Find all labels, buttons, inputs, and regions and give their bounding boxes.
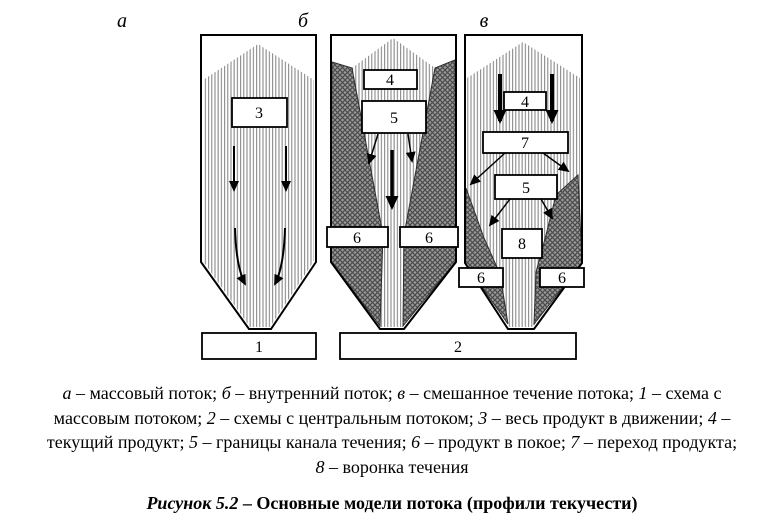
legend-segment: в — [397, 383, 406, 403]
legend-segment: 4 — [707, 407, 717, 428]
transition-arrow-icon — [469, 152, 506, 186]
flow-arrow-converging-icon — [274, 227, 286, 286]
callout-label-5: 5 — [390, 110, 398, 127]
legend-segment: – продукт в покое; — [420, 432, 571, 452]
hopper-v-outline — [464, 34, 583, 330]
figure-legend: а – массовый поток; б – внутренний поток… — [0, 381, 784, 479]
figure-caption: Рисунок 5.2 – Основные модели потока (пр… — [0, 493, 784, 514]
legend-segment: 8 — [315, 456, 325, 477]
callout-label-7: 7 — [521, 135, 529, 152]
legend-segment: – массовый поток; — [71, 383, 222, 403]
legend-segment: – воронка течения — [324, 456, 469, 477]
figure-caption-number: Рисунок 5.2 — [146, 493, 239, 513]
legend-segment: – схемы с центральным потоком; — [215, 407, 479, 428]
callout-label-6: 6 — [477, 270, 485, 287]
callout-label-4: 4 — [521, 94, 529, 111]
callout-box-3 — [231, 97, 288, 128]
legend-line-4: 8 – воронка течения — [0, 455, 784, 480]
legend-segment: – границы канала течения; — [198, 432, 412, 452]
callout-label-6: 6 — [425, 230, 433, 247]
legend-segment: текущий продукт; — [46, 432, 190, 452]
legend-segment: 6 — [411, 432, 421, 452]
legend-segment: – — [716, 407, 731, 428]
legend-segment: – смешанное течение потока; — [405, 383, 639, 403]
panel-label-a: а — [117, 10, 127, 32]
legend-segment: массовым потоком; — [53, 407, 207, 428]
panel-label-b: б — [298, 10, 309, 32]
callout-box-7 — [482, 131, 569, 154]
hopper-a-mass-flow: 3 — [200, 34, 317, 330]
callout-label-6: 6 — [558, 270, 566, 287]
channel-boundary-arrow-icon — [488, 198, 511, 227]
figure-caption-title: Основные модели потока (профили текучест… — [256, 493, 638, 513]
callout-label-5: 5 — [522, 180, 530, 197]
hopper-a-moving-product — [203, 44, 314, 327]
callout-box-6-left — [326, 226, 389, 248]
legend-segment: 7 — [570, 432, 580, 452]
transition-arrow-icon — [542, 152, 570, 173]
legend-line-3: текущий продукт; 5 – границы канала тече… — [0, 430, 784, 455]
hopper-b-internal-flow: 4 5 6 6 — [326, 34, 459, 330]
scheme-label-2: 2 — [454, 339, 462, 356]
flow-arrow-converging-icon — [234, 227, 246, 286]
legend-segment: 2 — [206, 407, 216, 428]
channel-boundary-arrow-icon — [405, 133, 416, 163]
hopper-b-outline — [330, 34, 457, 330]
callout-box-4 — [363, 69, 418, 90]
legend-line-1: а – массовый поток; б – внутренний поток… — [0, 381, 784, 406]
figure-caption-dash: – — [238, 493, 257, 513]
callout-box-8 — [501, 228, 543, 259]
callout-box-6-left — [458, 267, 504, 288]
hopper-a-outline — [200, 34, 317, 330]
legend-segment: б — [221, 383, 231, 403]
flow-models-diagram: а б в 3 1 4 5 — [117, 10, 585, 360]
callout-box-6-right — [399, 226, 459, 248]
callout-label-4: 4 — [386, 72, 394, 89]
legend-segment: 5 — [189, 432, 199, 452]
callout-box-4 — [503, 91, 547, 111]
callout-box-5 — [494, 174, 558, 200]
legend-segment: – весь продукт в движении; — [487, 407, 708, 428]
legend-line-2: массовым потоком; 2 – схемы с центральны… — [0, 406, 784, 431]
legend-segment: – внутренний поток; — [230, 383, 398, 403]
legend-segment: а — [62, 383, 72, 403]
scheme-box-1 — [201, 332, 317, 360]
callout-label-3: 3 — [255, 105, 263, 122]
callout-box-5 — [361, 100, 427, 134]
legend-segment: – схема с — [647, 383, 722, 403]
channel-boundary-arrow-icon — [540, 198, 554, 220]
channel-boundary-arrow-icon — [366, 133, 379, 165]
hopper-v-mixed-flow: 4 7 5 8 6 6 — [458, 34, 585, 330]
callout-label-8: 8 — [518, 236, 526, 253]
legend-segment: – переход продукта; — [579, 432, 738, 452]
legend-segment: 1 — [638, 383, 648, 403]
scheme-label-1: 1 — [255, 339, 263, 356]
callout-label-6: 6 — [353, 230, 361, 247]
legend-segment: 3 — [478, 407, 488, 428]
callout-box-6-right — [539, 267, 585, 288]
scheme-box-2 — [339, 332, 577, 360]
panel-label-v: в — [480, 10, 489, 32]
